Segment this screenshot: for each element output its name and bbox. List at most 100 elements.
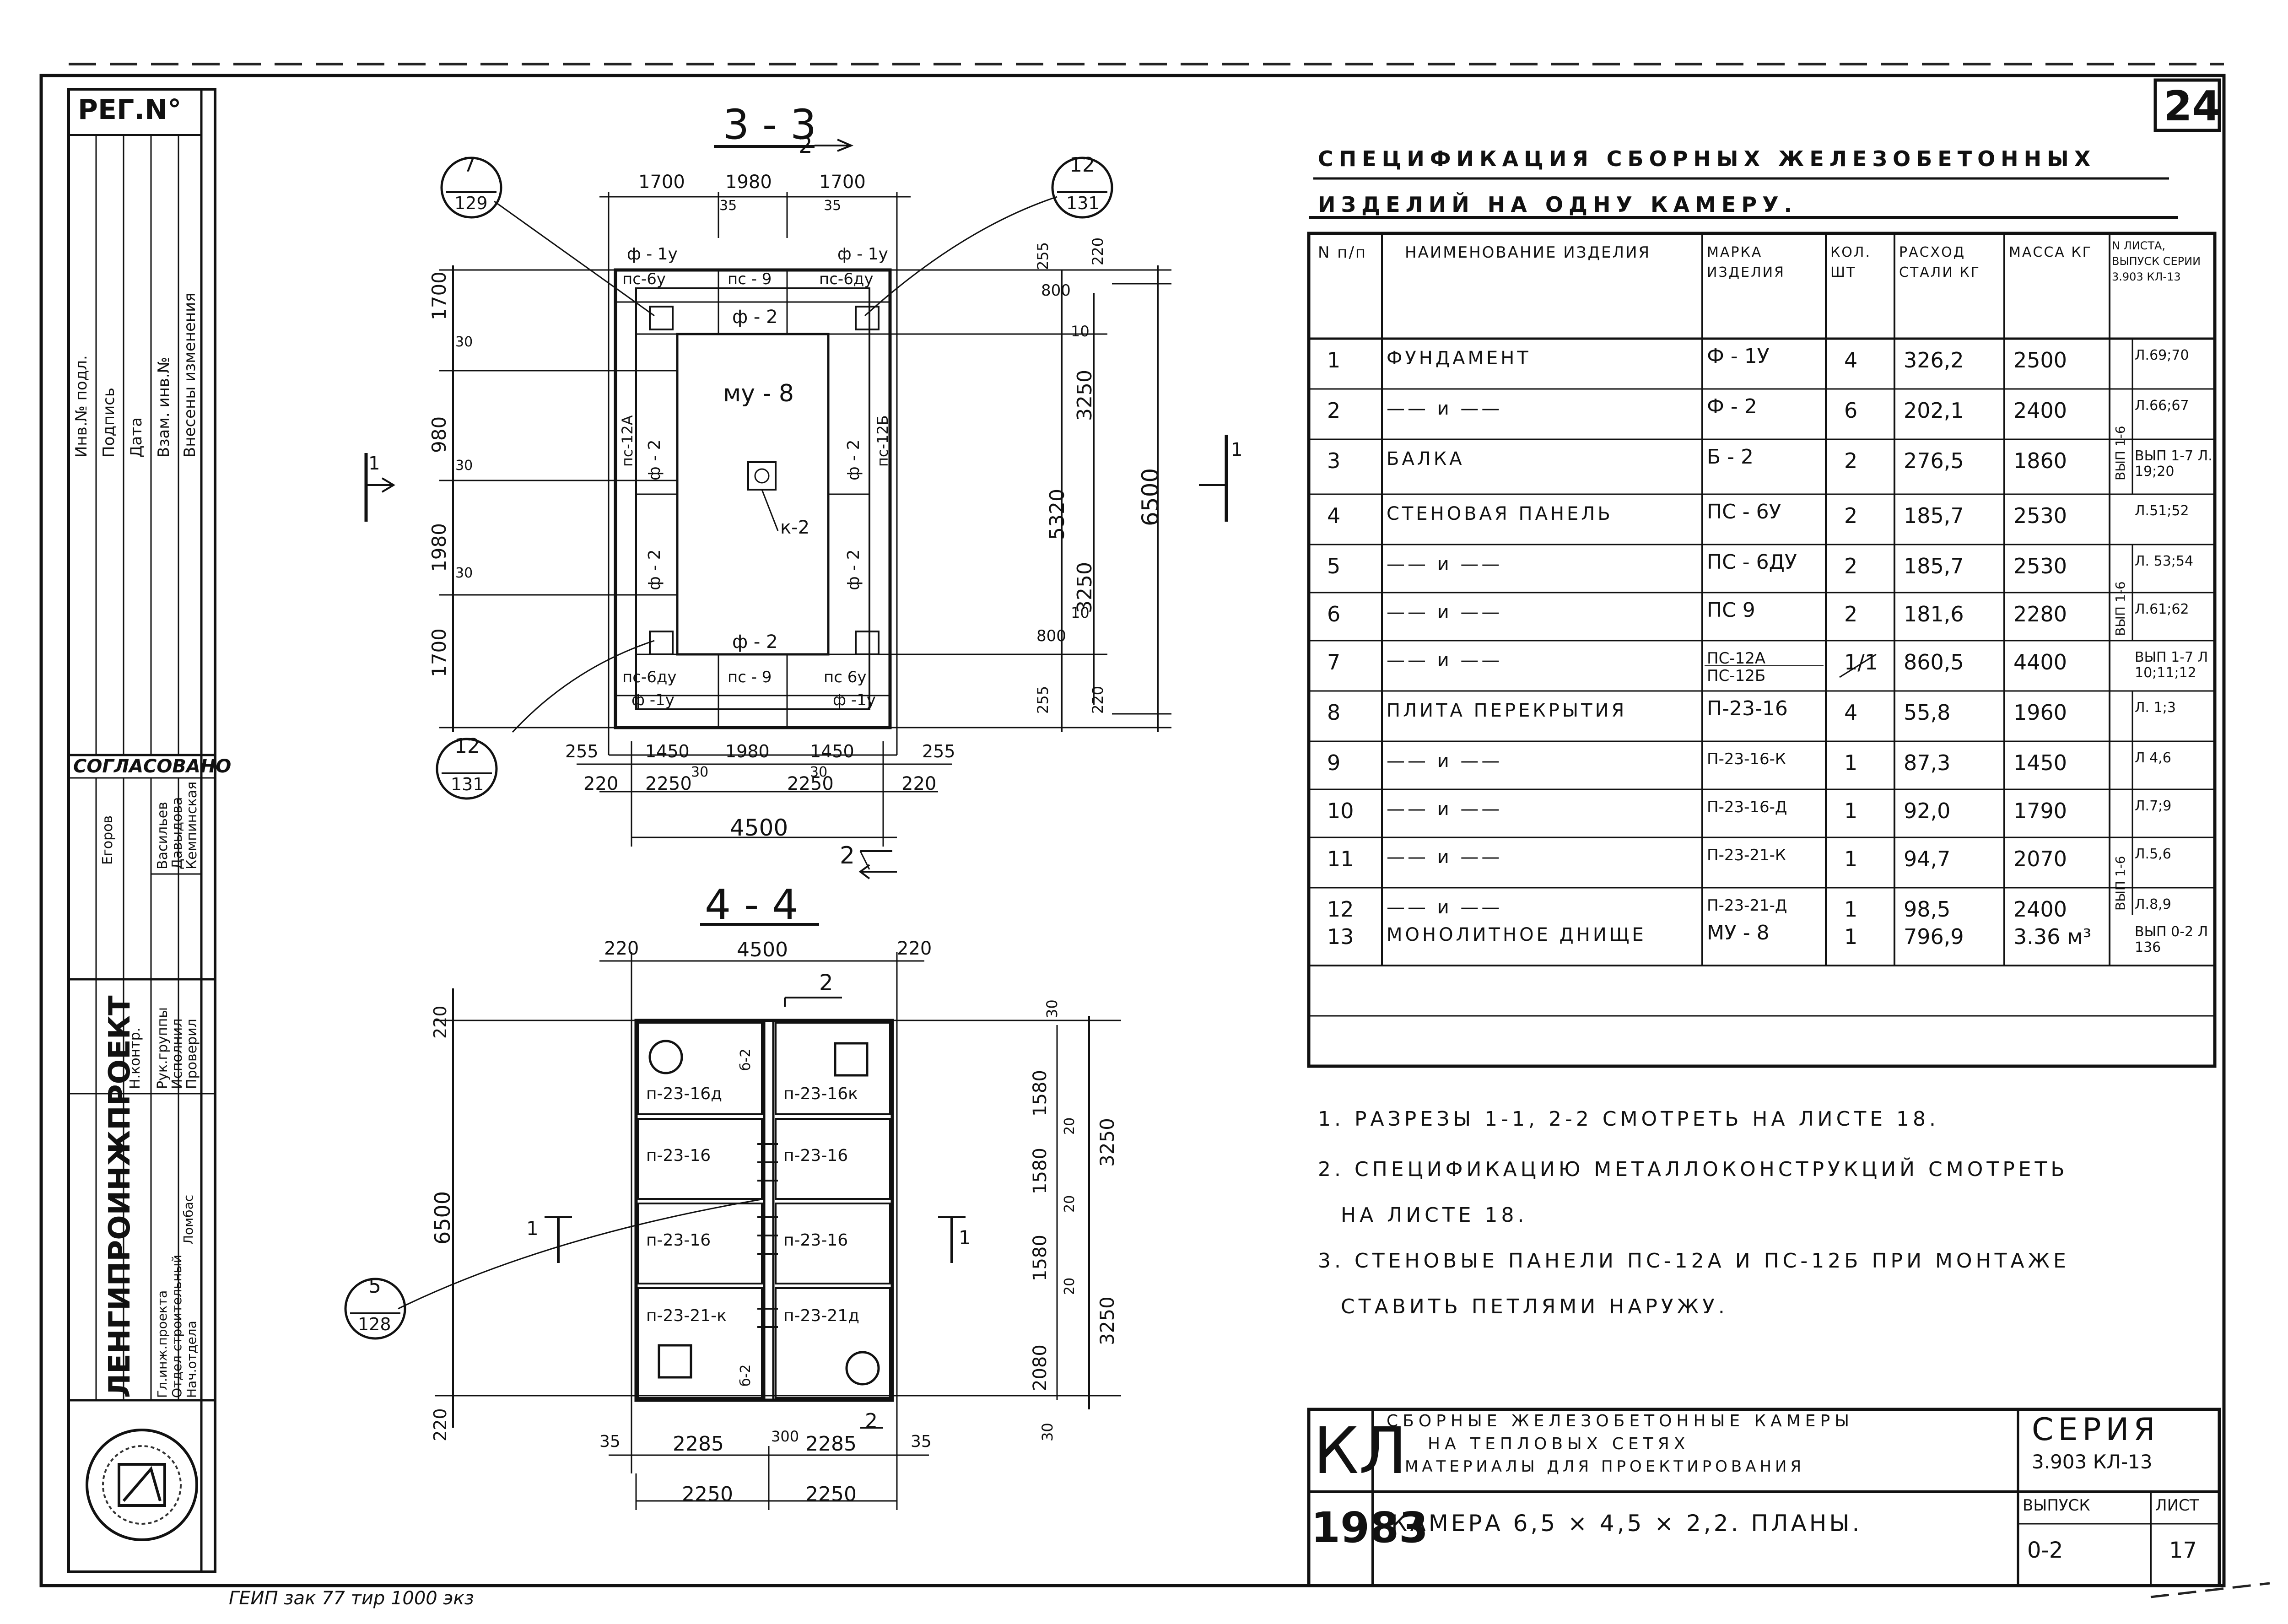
spec-row-10-mark: П-23-16-Д xyxy=(1707,798,1787,816)
spec-title-line2: ИЗДЕЛИЙ НА ОДНУ КАМЕРУ. xyxy=(1318,192,1798,217)
spec-row-6-qty: 2 xyxy=(1844,602,1858,626)
s44-bottom-dim-5: 35 xyxy=(911,1432,932,1451)
spec-row-11-mass: 2070 xyxy=(2013,847,2067,871)
stamp-list-label: ЛИСТ xyxy=(2155,1496,2199,1515)
callout-c-top: 12 xyxy=(454,734,480,758)
reg-label: РЕГ.N° xyxy=(78,94,182,126)
s44-slab-l4: п-23-21-к xyxy=(646,1306,727,1325)
spec-row-7-steel: 860,5 xyxy=(1904,650,1964,674)
spec-row-9-steel: 87,3 xyxy=(1904,750,1951,775)
s33-label-ps6u-b: пс 6у xyxy=(824,668,867,686)
spec-title-line1: СПЕЦИФИКАЦИЯ СБОРНЫХ ЖЕЛЕЗОБЕТОННЫХ xyxy=(1318,146,2096,171)
spec-row-6-mark: ПС 9 xyxy=(1707,599,1755,622)
s44-top-dim-2: 4500 xyxy=(737,938,788,961)
spec-row-2-name: —— и —— xyxy=(1387,398,1503,419)
spec-row-8-mark: П-23-16 xyxy=(1707,697,1788,720)
spec-row-11-n: 11 xyxy=(1327,847,1354,871)
spec-row-6-n: 6 xyxy=(1327,602,1341,626)
spec-row-7-name: —— и —— xyxy=(1387,650,1503,671)
s33-bottom-dim-1: 255 xyxy=(565,741,599,761)
s33-label-ps9: пс - 9 xyxy=(728,270,772,288)
s33-bottom2-dim-2: 2250 xyxy=(645,773,692,794)
spec-row-7-sheet: ВЫП 1-7 Л 10;11;12 xyxy=(2135,649,2208,681)
s33-total-4500: 4500 xyxy=(730,815,788,841)
spec-row-6-name: —— и —— xyxy=(1387,602,1503,623)
spec-row-4-mark: ПС - 6У xyxy=(1707,500,1781,523)
spec-row-1-mass: 2500 xyxy=(2013,348,2067,372)
stamp-desc1: СБОРНЫЕ ЖЕЛЕЗОБЕТОННЫЕ КАМЕРЫ xyxy=(1387,1412,1854,1430)
s44-section-mark-right: 1 xyxy=(959,1226,971,1249)
spec-row-8-mass: 1960 xyxy=(2013,700,2067,725)
s44-slab-l1: п-23-16д xyxy=(646,1084,723,1103)
spec-row-5-n: 5 xyxy=(1327,554,1341,578)
spec-row-5-mark: ПС - 6ДУ xyxy=(1707,550,1797,574)
s33-left-small-3: 30 xyxy=(455,565,473,581)
s33-section-mark-right: 1 xyxy=(1231,439,1243,460)
spec-row-2-qty: 6 xyxy=(1844,398,1858,423)
s44-cut-top: 2 xyxy=(819,970,833,996)
stamp-seria: 3.903 КЛ-13 xyxy=(2032,1451,2153,1473)
spec-row-2-mark: Ф - 2 xyxy=(1707,395,1757,418)
stamp-list: 17 xyxy=(2169,1538,2197,1563)
s33-bottom-dim-5: 255 xyxy=(922,741,955,761)
s44-bottom-dim-2: 2285 xyxy=(673,1432,724,1456)
spec-row-3-n: 3 xyxy=(1327,448,1341,473)
s33-top-small-1: 35 xyxy=(719,198,737,214)
spec-row-8-n: 8 xyxy=(1327,700,1341,725)
s33-section-mark-left: 1 xyxy=(368,453,380,474)
s33-top-small-2: 35 xyxy=(824,198,842,214)
spec-row-11-steel: 94,7 xyxy=(1904,847,1951,871)
s33-top-dim-1: 1700 xyxy=(638,172,685,193)
spec-row-5-mass: 2530 xyxy=(2013,554,2067,578)
s44-top-dim-3: 220 xyxy=(897,938,932,959)
spec-row-12-mark: П-23-21-Д xyxy=(1707,896,1787,915)
spec-row-12-name: —— и —— xyxy=(1387,897,1503,918)
s33-label-ps6u: пс-6у xyxy=(622,270,666,288)
s33-label-ps6du-b: пс-6ду xyxy=(622,668,677,686)
spec-row-11-name: —— и —— xyxy=(1387,847,1503,868)
bottom-print-note: ГЕИП зак 77 тир 1000 экз xyxy=(229,1588,474,1609)
spec-header-n: N п/п xyxy=(1318,243,1367,262)
org-logo-ring xyxy=(86,1429,198,1541)
stamp-desc2: НА ТЕПЛОВЫХ СЕТЯХ xyxy=(1428,1435,1690,1453)
note-3b: СТАВИТЬ ПЕТЛЯМИ НАРУЖУ. xyxy=(1341,1295,1728,1318)
spec-row-6-steel: 181,6 xyxy=(1904,602,1964,626)
s44-bottom2-dim-1: 2250 xyxy=(682,1483,733,1506)
sheet-number-box xyxy=(2153,78,2221,132)
spec-row-9-name: —— и —— xyxy=(1387,750,1503,772)
s33-top-dim-3: 1700 xyxy=(819,172,866,193)
s44-cut-bottom: 2 xyxy=(865,1409,878,1433)
spec-row-7-mass: 4400 xyxy=(2013,650,2067,674)
spec-row-4-mass: 2530 xyxy=(2013,503,2067,528)
note-2b: НА ЛИСТЕ 18. xyxy=(1341,1203,1528,1227)
s33-center-mu8: му - 8 xyxy=(723,380,794,407)
s33-right-dim-10a: 10 xyxy=(1071,323,1090,340)
spec-header-name: НАИМЕНОВАНИЕ ИЗДЕЛИЯ xyxy=(1405,243,1651,262)
spec-row-11-qty: 1 xyxy=(1844,847,1858,871)
spec-header-mark: МАРКА ИЗДЕЛИЯ xyxy=(1707,244,1785,281)
stamp-seria-label: СЕРИЯ xyxy=(2032,1412,2160,1448)
spec-row-13-qty: 1 xyxy=(1844,924,1858,949)
s44-slab-r3: п-23-16 xyxy=(783,1231,848,1250)
spec-row-4-n: 4 xyxy=(1327,503,1341,528)
spec-row-12-mass: 2400 xyxy=(2013,897,2067,922)
spec-row-9-mass: 1450 xyxy=(2013,750,2067,775)
spec-row-12-sheet: Л.8,9 xyxy=(2135,896,2171,912)
spec-row-9-qty: 1 xyxy=(1844,750,1858,775)
spec-row-5-name: —— и —— xyxy=(1387,554,1503,575)
spec-row-1-mark: Ф - 1У xyxy=(1707,345,1770,368)
s33-left-small-1: 30 xyxy=(455,334,473,350)
s33-label-ps6du: пс-6ду xyxy=(819,270,874,288)
sheet-number: 24 xyxy=(2164,82,2221,130)
s33-f2-bottom: ф - 2 xyxy=(732,631,778,653)
stamp-desc3: МАТЕРИАЛЫ ДЛЯ ПРОЕКТИРОВАНИЯ xyxy=(1405,1457,1805,1476)
callout-a-top: 7 xyxy=(463,153,476,177)
s33-bottom-dim-2: 1450 xyxy=(645,741,690,761)
s44-bottom-dim-1: 35 xyxy=(599,1432,621,1451)
s44-slab-l2: п-23-16 xyxy=(646,1146,711,1165)
spec-row-13-n: 13 xyxy=(1327,924,1354,949)
